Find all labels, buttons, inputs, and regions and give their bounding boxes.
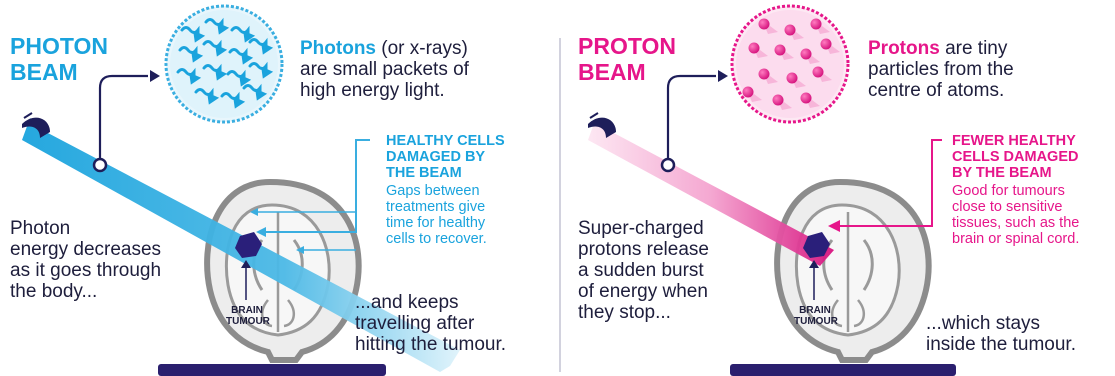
proton-particle-icon bbox=[732, 6, 848, 122]
proton-particle bbox=[811, 19, 822, 30]
proton-particle bbox=[773, 95, 784, 106]
proton-particle bbox=[801, 49, 812, 60]
proton-particle bbox=[743, 87, 754, 98]
proton-particle bbox=[787, 73, 798, 84]
photon-left-text: Photon energy decreases as it goes throu… bbox=[10, 218, 161, 302]
proton-head-scan-icon bbox=[777, 182, 929, 360]
proton-callout-body: Good for tumours close to sensitive tiss… bbox=[952, 183, 1079, 247]
photon-callout-heading: HEALTHY CELLS DAMAGED BY THE BEAM bbox=[386, 133, 505, 181]
photon-bottom-text: ...and keeps travelling after hitting th… bbox=[355, 292, 506, 355]
proton-description-strong: Protons bbox=[868, 38, 940, 59]
proton-callout-heading: FEWER HEALTHY CELLS DAMAGED BY THE BEAM bbox=[952, 133, 1078, 181]
photon-title: PHOTON BEAM bbox=[10, 33, 108, 85]
proton-bottom-text: ...which stays inside the tumour. bbox=[926, 313, 1076, 355]
proton-left-text: Super-charged protons release a sudden b… bbox=[578, 218, 709, 323]
proton-tumour-label: BRAIN TUMOUR bbox=[794, 305, 836, 327]
proton-plinth-icon bbox=[730, 364, 956, 376]
photon-plinth-icon bbox=[158, 364, 386, 376]
proton-particle bbox=[785, 25, 796, 36]
proton-particle bbox=[821, 39, 832, 50]
photon-callout-body: Gaps between treatments give time for he… bbox=[386, 183, 487, 247]
photon-wave-icon bbox=[166, 6, 282, 122]
proton-particle bbox=[759, 69, 770, 80]
proton-particle bbox=[775, 45, 786, 56]
proton-connector bbox=[668, 76, 716, 160]
photon-tumour-label: BRAIN TUMOUR bbox=[226, 305, 268, 327]
photon-connector bbox=[100, 76, 148, 160]
proton-description: Protons are tiny particles from the cent… bbox=[868, 38, 1014, 101]
photon-description-strong: Photons bbox=[300, 38, 376, 59]
proton-particle bbox=[749, 43, 760, 54]
photon-description: Photons (or x-rays) are small packets of… bbox=[300, 38, 469, 101]
proton-particle bbox=[801, 93, 812, 104]
proton-title: PROTON BEAM bbox=[578, 33, 676, 85]
proton-particle bbox=[759, 19, 770, 30]
proton-particle bbox=[813, 67, 824, 78]
